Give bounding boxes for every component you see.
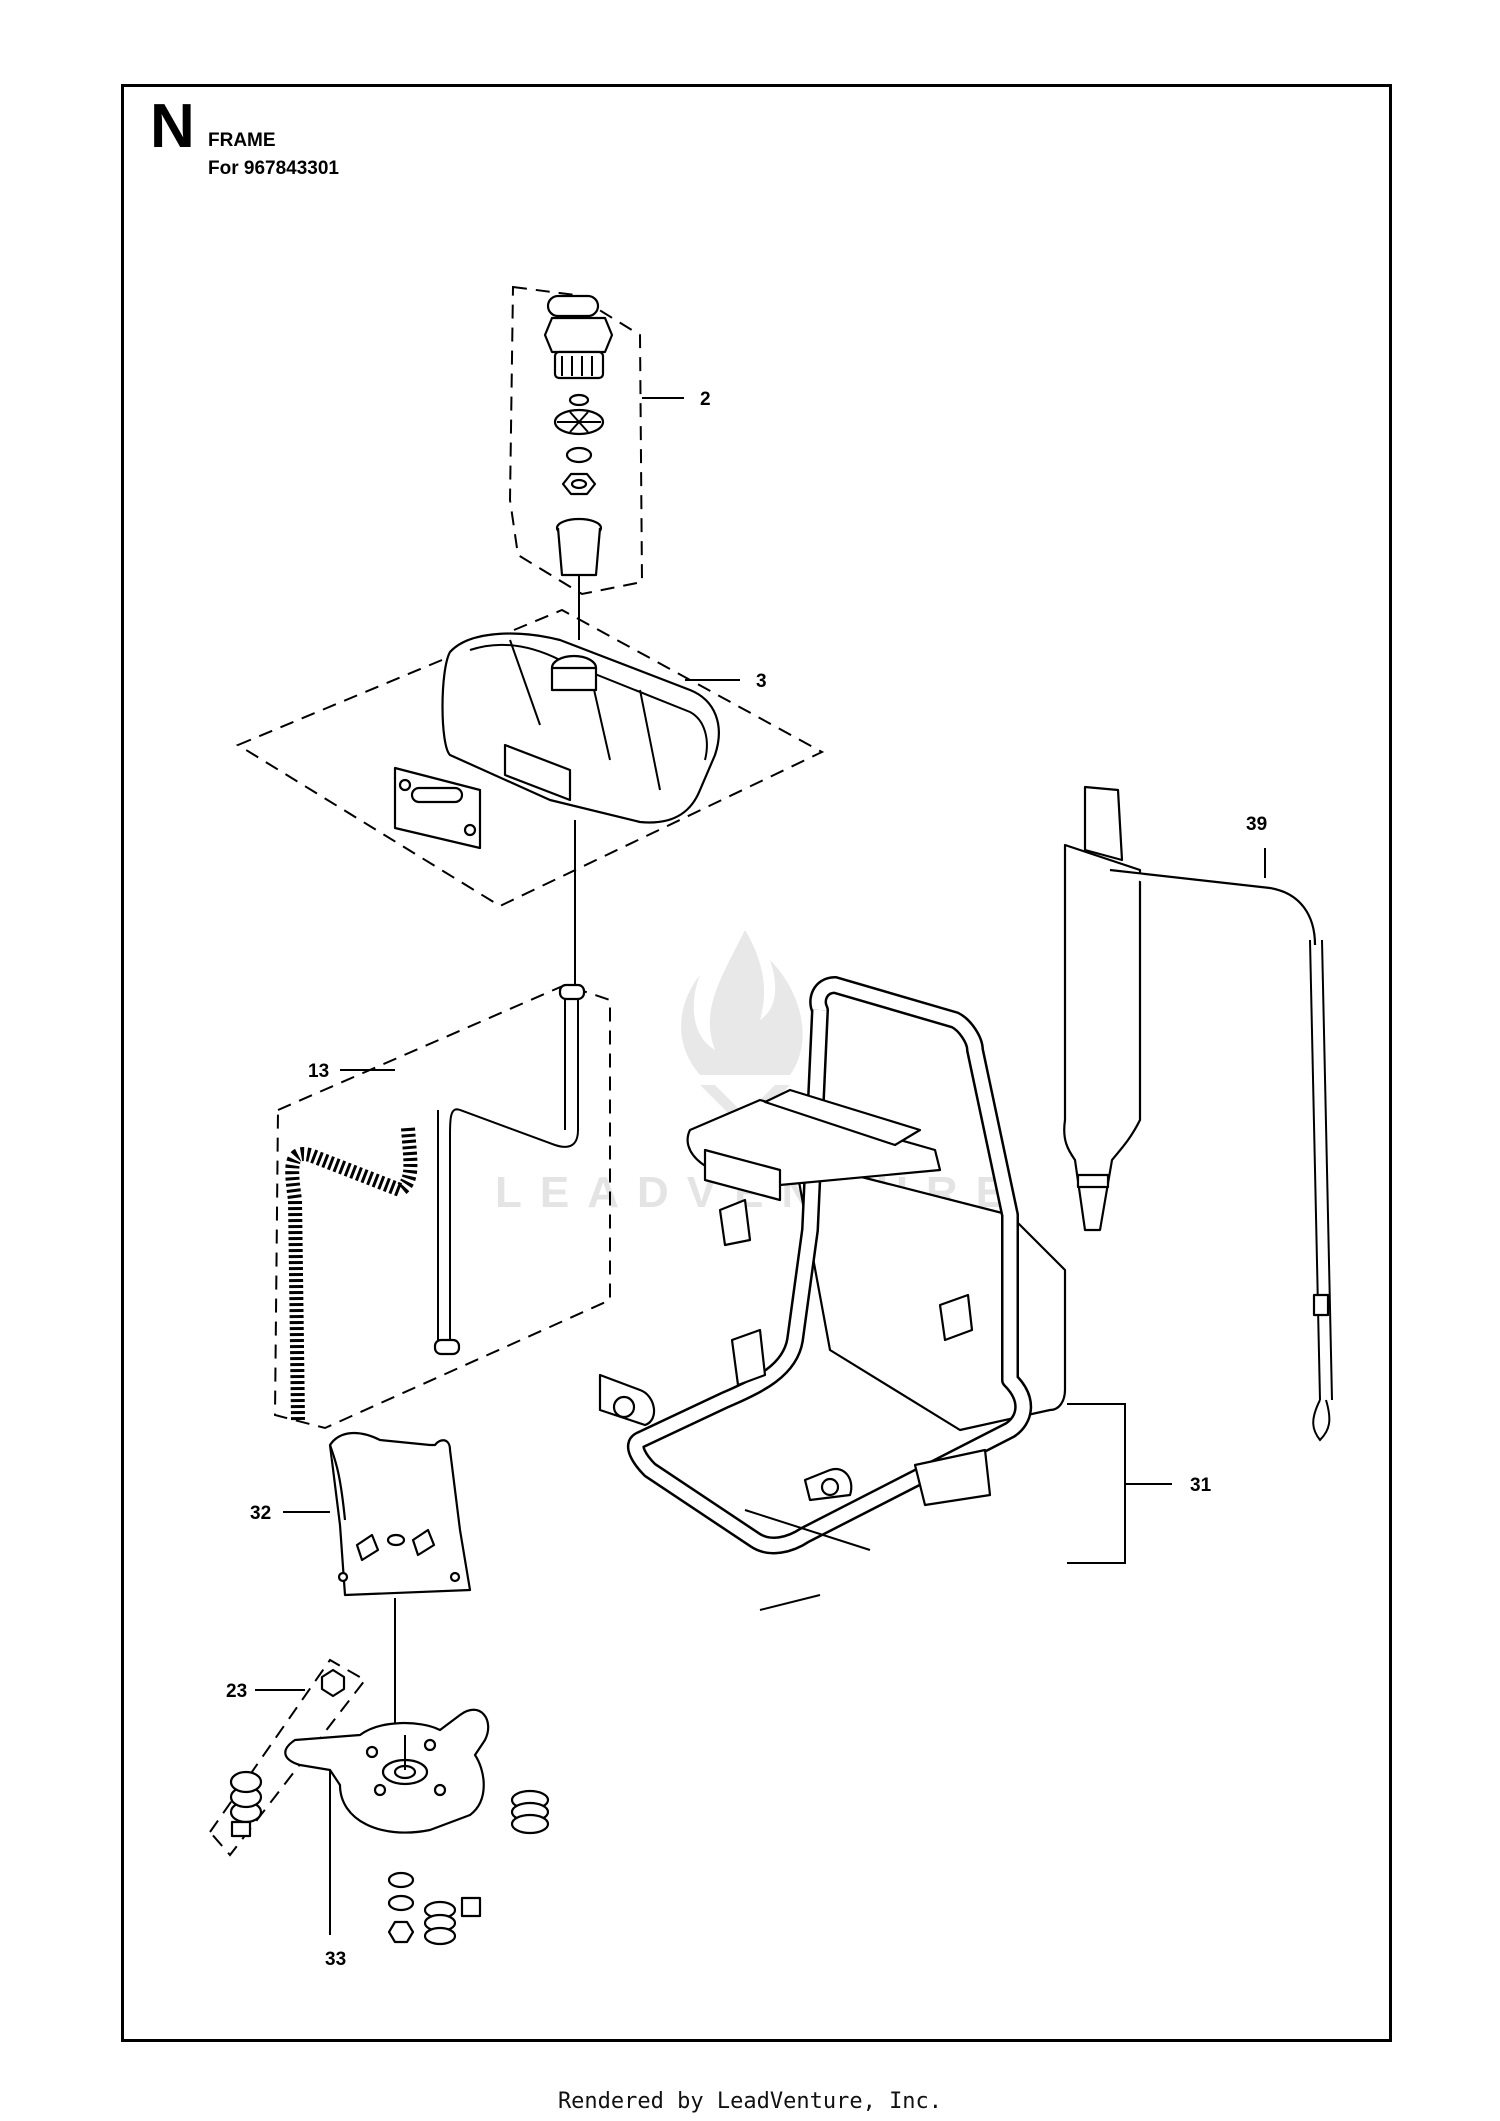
frame-clip-2 (730, 1328, 767, 1387)
harness-pad (1063, 843, 1142, 1232)
cap-top (543, 316, 614, 354)
mount-nut (387, 1920, 415, 1944)
callout-13: 13 (308, 1061, 329, 1082)
part-32-mount-plate: 32 (250, 1432, 472, 1740)
frame-clip-3 (938, 1293, 974, 1342)
frame-clip-1 (718, 1198, 752, 1247)
callout-33: 33 (325, 1949, 346, 1970)
part-2-cap-assembly: 2 (508, 285, 711, 640)
part-39-harness: 39 (1063, 785, 1333, 1442)
part-31-backpack-frame: 31 (598, 975, 1212, 1611)
harness-hook (1312, 1399, 1331, 1442)
cap-washer-1 (568, 393, 590, 407)
part-13-group-outline (273, 983, 611, 1430)
frame-clip-4 (913, 1448, 992, 1507)
frame-tag-plate (703, 1148, 782, 1202)
harness-strap-upper (1109, 868, 1317, 946)
mount-washer (387, 1871, 415, 1889)
section-letter: N (150, 92, 195, 161)
tank-neck-thread (550, 666, 598, 692)
hose-clamp-top (558, 983, 586, 1001)
watermark-v-icon (700, 1085, 790, 1130)
diagram-title: FRAME (208, 130, 276, 151)
watermark-flame-icon (681, 930, 803, 1075)
callout-32: 32 (250, 1503, 271, 1524)
harness-shoulder-loop (1083, 785, 1124, 862)
cap-tether (546, 294, 600, 318)
model-number: For 967843301 (208, 158, 339, 179)
callout-23: 23 (226, 1681, 247, 1702)
mount-plate-body (328, 1432, 472, 1597)
damper-nut (320, 1668, 346, 1698)
hose-clamp-bottom (433, 1338, 461, 1356)
part-3-fuel-tank: 3 (235, 608, 825, 985)
callout-3: 3 (756, 671, 767, 692)
cap-washer-2 (565, 446, 593, 464)
callout-31: 31 (1190, 1475, 1212, 1496)
frame-top-rail (763, 1088, 922, 1147)
diagram-border (121, 84, 1392, 2042)
hose-spring-guard (285, 1127, 418, 1421)
part-13-fuel-hose: 13 (273, 983, 611, 1430)
footer-credit: Rendered by LeadVenture, Inc. (557, 2089, 943, 2114)
part-33-engine-mount: 33 (284, 1708, 550, 1970)
callout-39: 39 (1246, 814, 1267, 835)
callout-2: 2 (700, 389, 711, 410)
harness-buckle (1312, 1293, 1330, 1317)
mount-bolt (460, 1896, 482, 1918)
damper-bolt (230, 1820, 252, 1838)
part-23-damper-set: 23 (208, 1658, 367, 1857)
cap-strainer-body (556, 527, 602, 577)
tank-mount-tab (503, 743, 572, 802)
part-23-group-outline (208, 1658, 367, 1857)
harness-buckle-lower (1076, 1173, 1110, 1189)
